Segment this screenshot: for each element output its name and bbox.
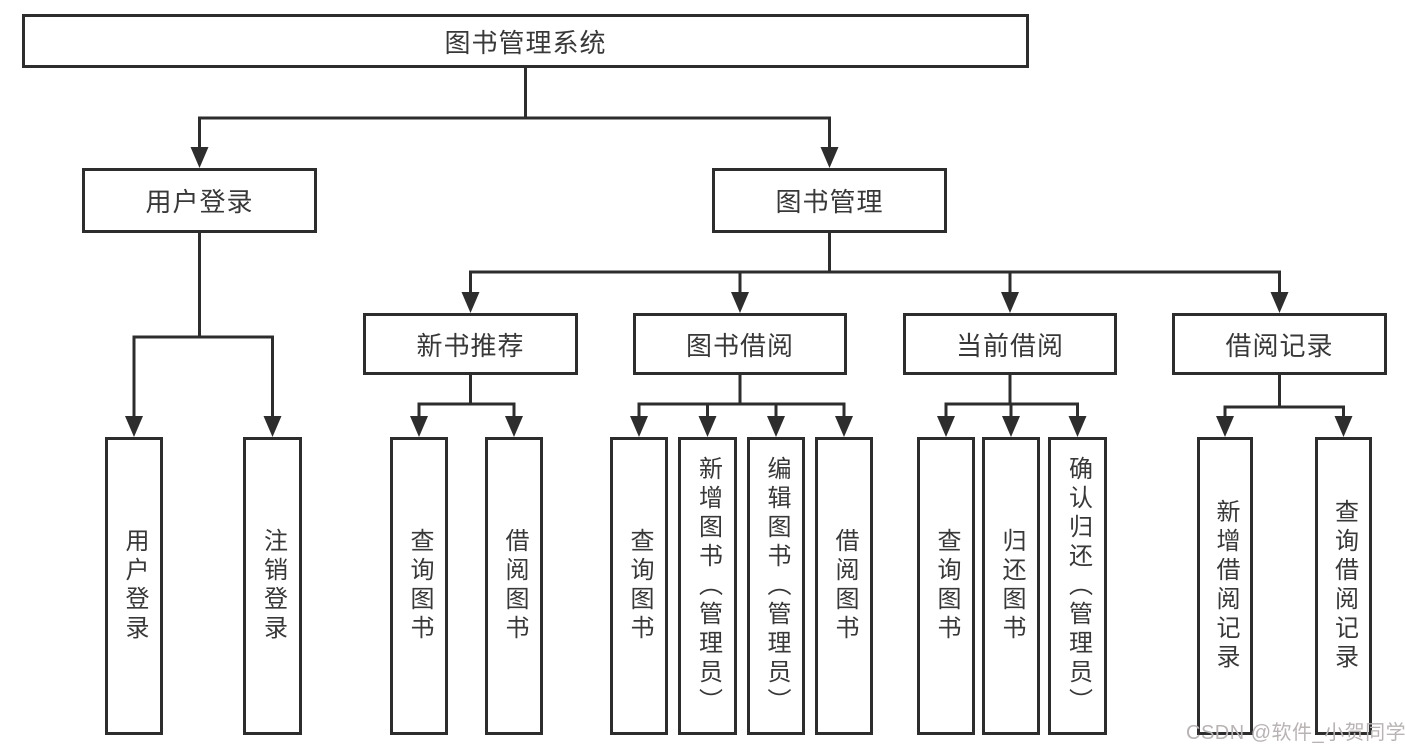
leaf-return-book: 归还图书: [982, 437, 1040, 735]
node-book-management: 图书管理: [712, 168, 947, 233]
leaf-borrow-book-recommend: 借阅图书: [485, 437, 543, 735]
csdn-watermark: CSDN @软件_小贺同学: [1186, 722, 1405, 744]
leaf-add-book-admin: 新增图书（管理员）: [678, 437, 737, 735]
node-root-library-system: 图书管理系统: [22, 14, 1029, 68]
leaf-query-borrow-record: 查询借阅记录: [1315, 437, 1372, 735]
leaf-logout: 注销登录: [243, 437, 302, 735]
leaf-add-borrow-record: 新增借阅记录: [1197, 437, 1253, 735]
leaf-borrow-book: 借阅图书: [815, 437, 873, 735]
leaf-confirm-return-admin: 确认归还（管理员）: [1048, 437, 1107, 735]
node-user-login: 用户登录: [82, 168, 317, 233]
leaf-query-book-current: 查询图书: [917, 437, 975, 735]
node-borrow-records: 借阅记录: [1172, 313, 1387, 375]
node-current-borrowing: 当前借阅: [903, 313, 1117, 375]
node-new-book-recommend: 新书推荐: [363, 313, 578, 375]
node-book-borrowing: 图书借阅: [633, 313, 847, 375]
leaf-query-book-recommend: 查询图书: [390, 437, 448, 735]
leaf-user-login: 用户登录: [105, 437, 163, 735]
leaf-query-book-borrowing: 查询图书: [610, 437, 668, 735]
leaf-edit-book-admin: 编辑图书（管理员）: [747, 437, 805, 735]
